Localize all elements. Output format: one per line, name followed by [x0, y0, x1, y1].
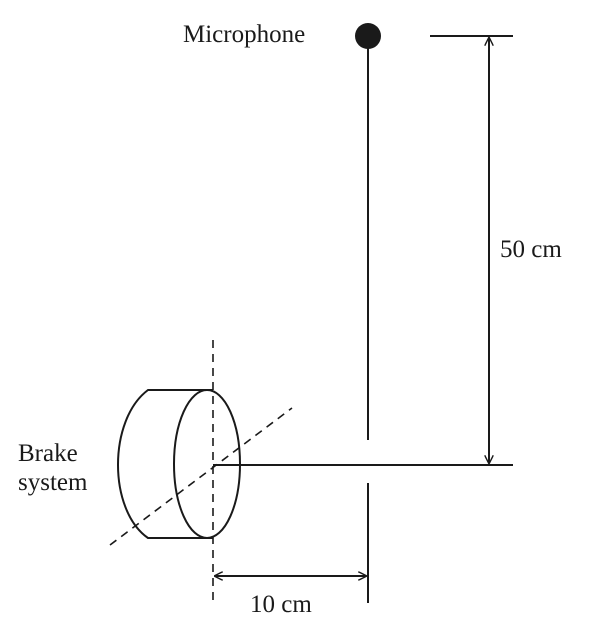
microphone-label: Microphone — [183, 21, 306, 48]
brake-system-label: Brake system — [18, 440, 87, 498]
horizontal-distance-label: 10 cm — [250, 591, 312, 618]
brake-drum-face — [173, 389, 241, 539]
brake-drum-body — [117, 389, 213, 539]
brake-label-line1: Brake — [18, 440, 78, 467]
brake-diagonal-centerline — [109, 407, 293, 546]
vertical-distance-label: 50 cm — [500, 236, 562, 263]
microphone-icon — [355, 23, 381, 49]
brake-label-line2: system — [18, 468, 88, 496]
